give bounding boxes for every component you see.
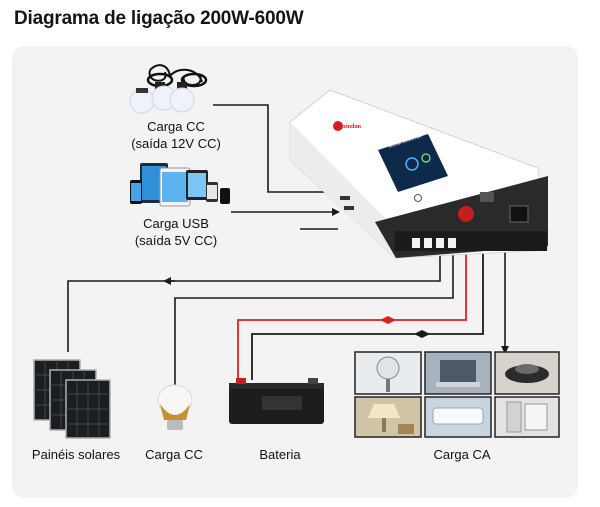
solar-panel-icon xyxy=(33,359,111,439)
air-conditioner-icon xyxy=(424,396,492,438)
battery-icon xyxy=(229,378,324,424)
label-battery: Bateria xyxy=(259,447,301,462)
fan-icon xyxy=(354,351,422,395)
tablet-icon xyxy=(130,163,230,207)
inverter-brand: xindun xyxy=(343,124,362,130)
label-dc-load-bottom: Carga CC xyxy=(145,447,203,462)
page-title: Diagrama de ligação 200W-600W xyxy=(14,8,304,29)
lamp-icon xyxy=(354,396,422,438)
ac-load-grid xyxy=(354,351,560,438)
wire-battery-negative xyxy=(251,235,484,380)
fridge-icon xyxy=(494,396,560,438)
led-bulb-icon xyxy=(157,384,193,430)
label-usb-load: Carga USB (saída 5V CC) xyxy=(134,216,218,248)
wire-dc-load xyxy=(213,104,340,196)
bulb-icon xyxy=(129,64,208,114)
wire-solar xyxy=(67,253,441,352)
label-solar-panels: Painéis solares xyxy=(31,447,121,462)
inverter-icon xyxy=(289,89,549,259)
label-dc-load-top: Carga CC (saída 12V CC) xyxy=(131,119,221,151)
laptop-icon xyxy=(424,351,492,395)
label-ac-load: Carga CA xyxy=(433,447,491,462)
induction-cooker-icon xyxy=(494,351,560,395)
wire-dc-bottom xyxy=(174,253,454,385)
wire-battery-positive xyxy=(237,228,467,380)
